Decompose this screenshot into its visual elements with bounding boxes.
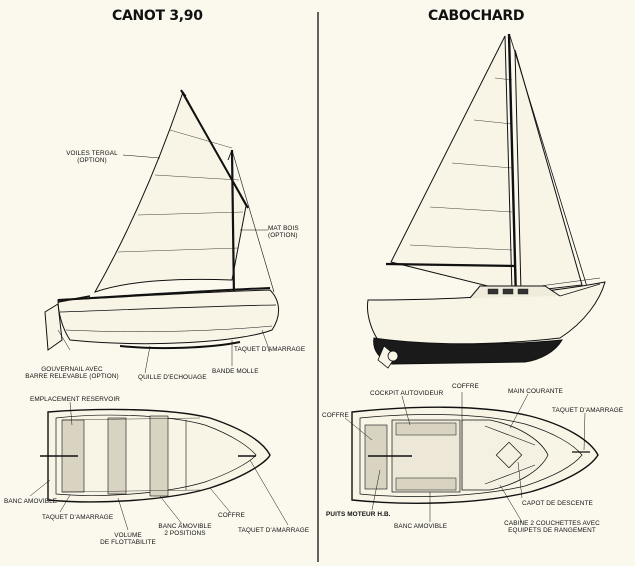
title-canot: CANOT 3,90 — [112, 8, 203, 24]
label-puits-moteur: PUITS MOTEUR H.B. — [326, 511, 391, 518]
label-voiles-line2: (OPTION) — [77, 157, 107, 164]
label-taquet-side: TAQUET D'AMARRAGE — [234, 346, 306, 353]
label-coffre-left: COFFRE — [322, 412, 349, 419]
label-taquet-top-right: TAQUET D'AMARRAGE — [238, 527, 310, 534]
label-mat-line1: MAT BOIS — [268, 225, 299, 232]
cabochard-side-view — [367, 33, 606, 369]
canot-top-view — [40, 408, 271, 503]
label-voiles: VOILES TERGAL (OPTION) — [58, 150, 126, 164]
label-banc-amovible: BANC AMOVIBLE — [4, 498, 58, 505]
canot-side-view — [44, 89, 279, 351]
label-banc2-line1: BANC AMOVIBLE — [158, 523, 212, 530]
label-volume-line2: DE FLOTTABILITE — [100, 539, 156, 546]
label-quille: QUILLE D'ECHOUAGE — [138, 374, 207, 381]
label-taquet-cabochard: TAQUET D'AMARRAGE — [552, 407, 624, 414]
label-voiles-line1: VOILES TERGAL — [66, 150, 118, 157]
label-cabine-line2: EQUIPETS DE RANGEMENT — [508, 527, 596, 534]
title-cabochard: CABOCHARD — [428, 8, 525, 24]
label-taquet-top-left: TAQUET D'AMARRAGE — [42, 514, 114, 521]
label-banc2-line2: 2 POSITIONS — [164, 530, 206, 537]
label-bande-molle: BANDE MOLLE — [212, 368, 259, 375]
label-cabine-line1: CABINE 2 COUCHETTES AVEC — [504, 520, 600, 527]
label-gouvernail-line1: GOUVERNAIL AVEC — [41, 366, 103, 373]
label-cockpit: COCKPIT AUTOVIDEUR — [370, 390, 444, 397]
label-cabine: CABINE 2 COUCHETTES AVEC EQUIPETS DE RAN… — [490, 520, 614, 534]
label-volume: VOLUME DE FLOTTABILITE — [88, 532, 168, 546]
label-volume-line1: VOLUME — [114, 532, 142, 539]
label-coffre-canot: COFFRE — [218, 512, 245, 519]
label-coffre-top: COFFRE — [452, 383, 479, 390]
label-capot: CAPOT DE DESCENTE — [522, 500, 593, 507]
label-mat-line2: (OPTION) — [268, 232, 298, 239]
canot-side-leaders — [57, 154, 271, 374]
label-banc-cabochard: BANC AMOVIBLE — [394, 523, 448, 530]
label-main-courante: MAIN COURANTE — [508, 388, 563, 395]
label-mat-bois: MAT BOIS (OPTION) — [268, 225, 299, 239]
label-banc-2-positions: BANC AMOVIBLE 2 POSITIONS — [152, 523, 218, 537]
cabochard-top-view — [351, 406, 599, 504]
canot-top-leaders — [29, 401, 289, 531]
label-gouvernail-line2: BARRE RELEVABLE (OPTION) — [25, 373, 119, 380]
cabochard-top-leaders — [344, 392, 586, 523]
label-reservoir: EMPLACEMENT RESERVOIR — [30, 396, 120, 403]
label-gouvernail: GOUVERNAIL AVEC BARRE RELEVABLE (OPTION) — [20, 366, 124, 380]
